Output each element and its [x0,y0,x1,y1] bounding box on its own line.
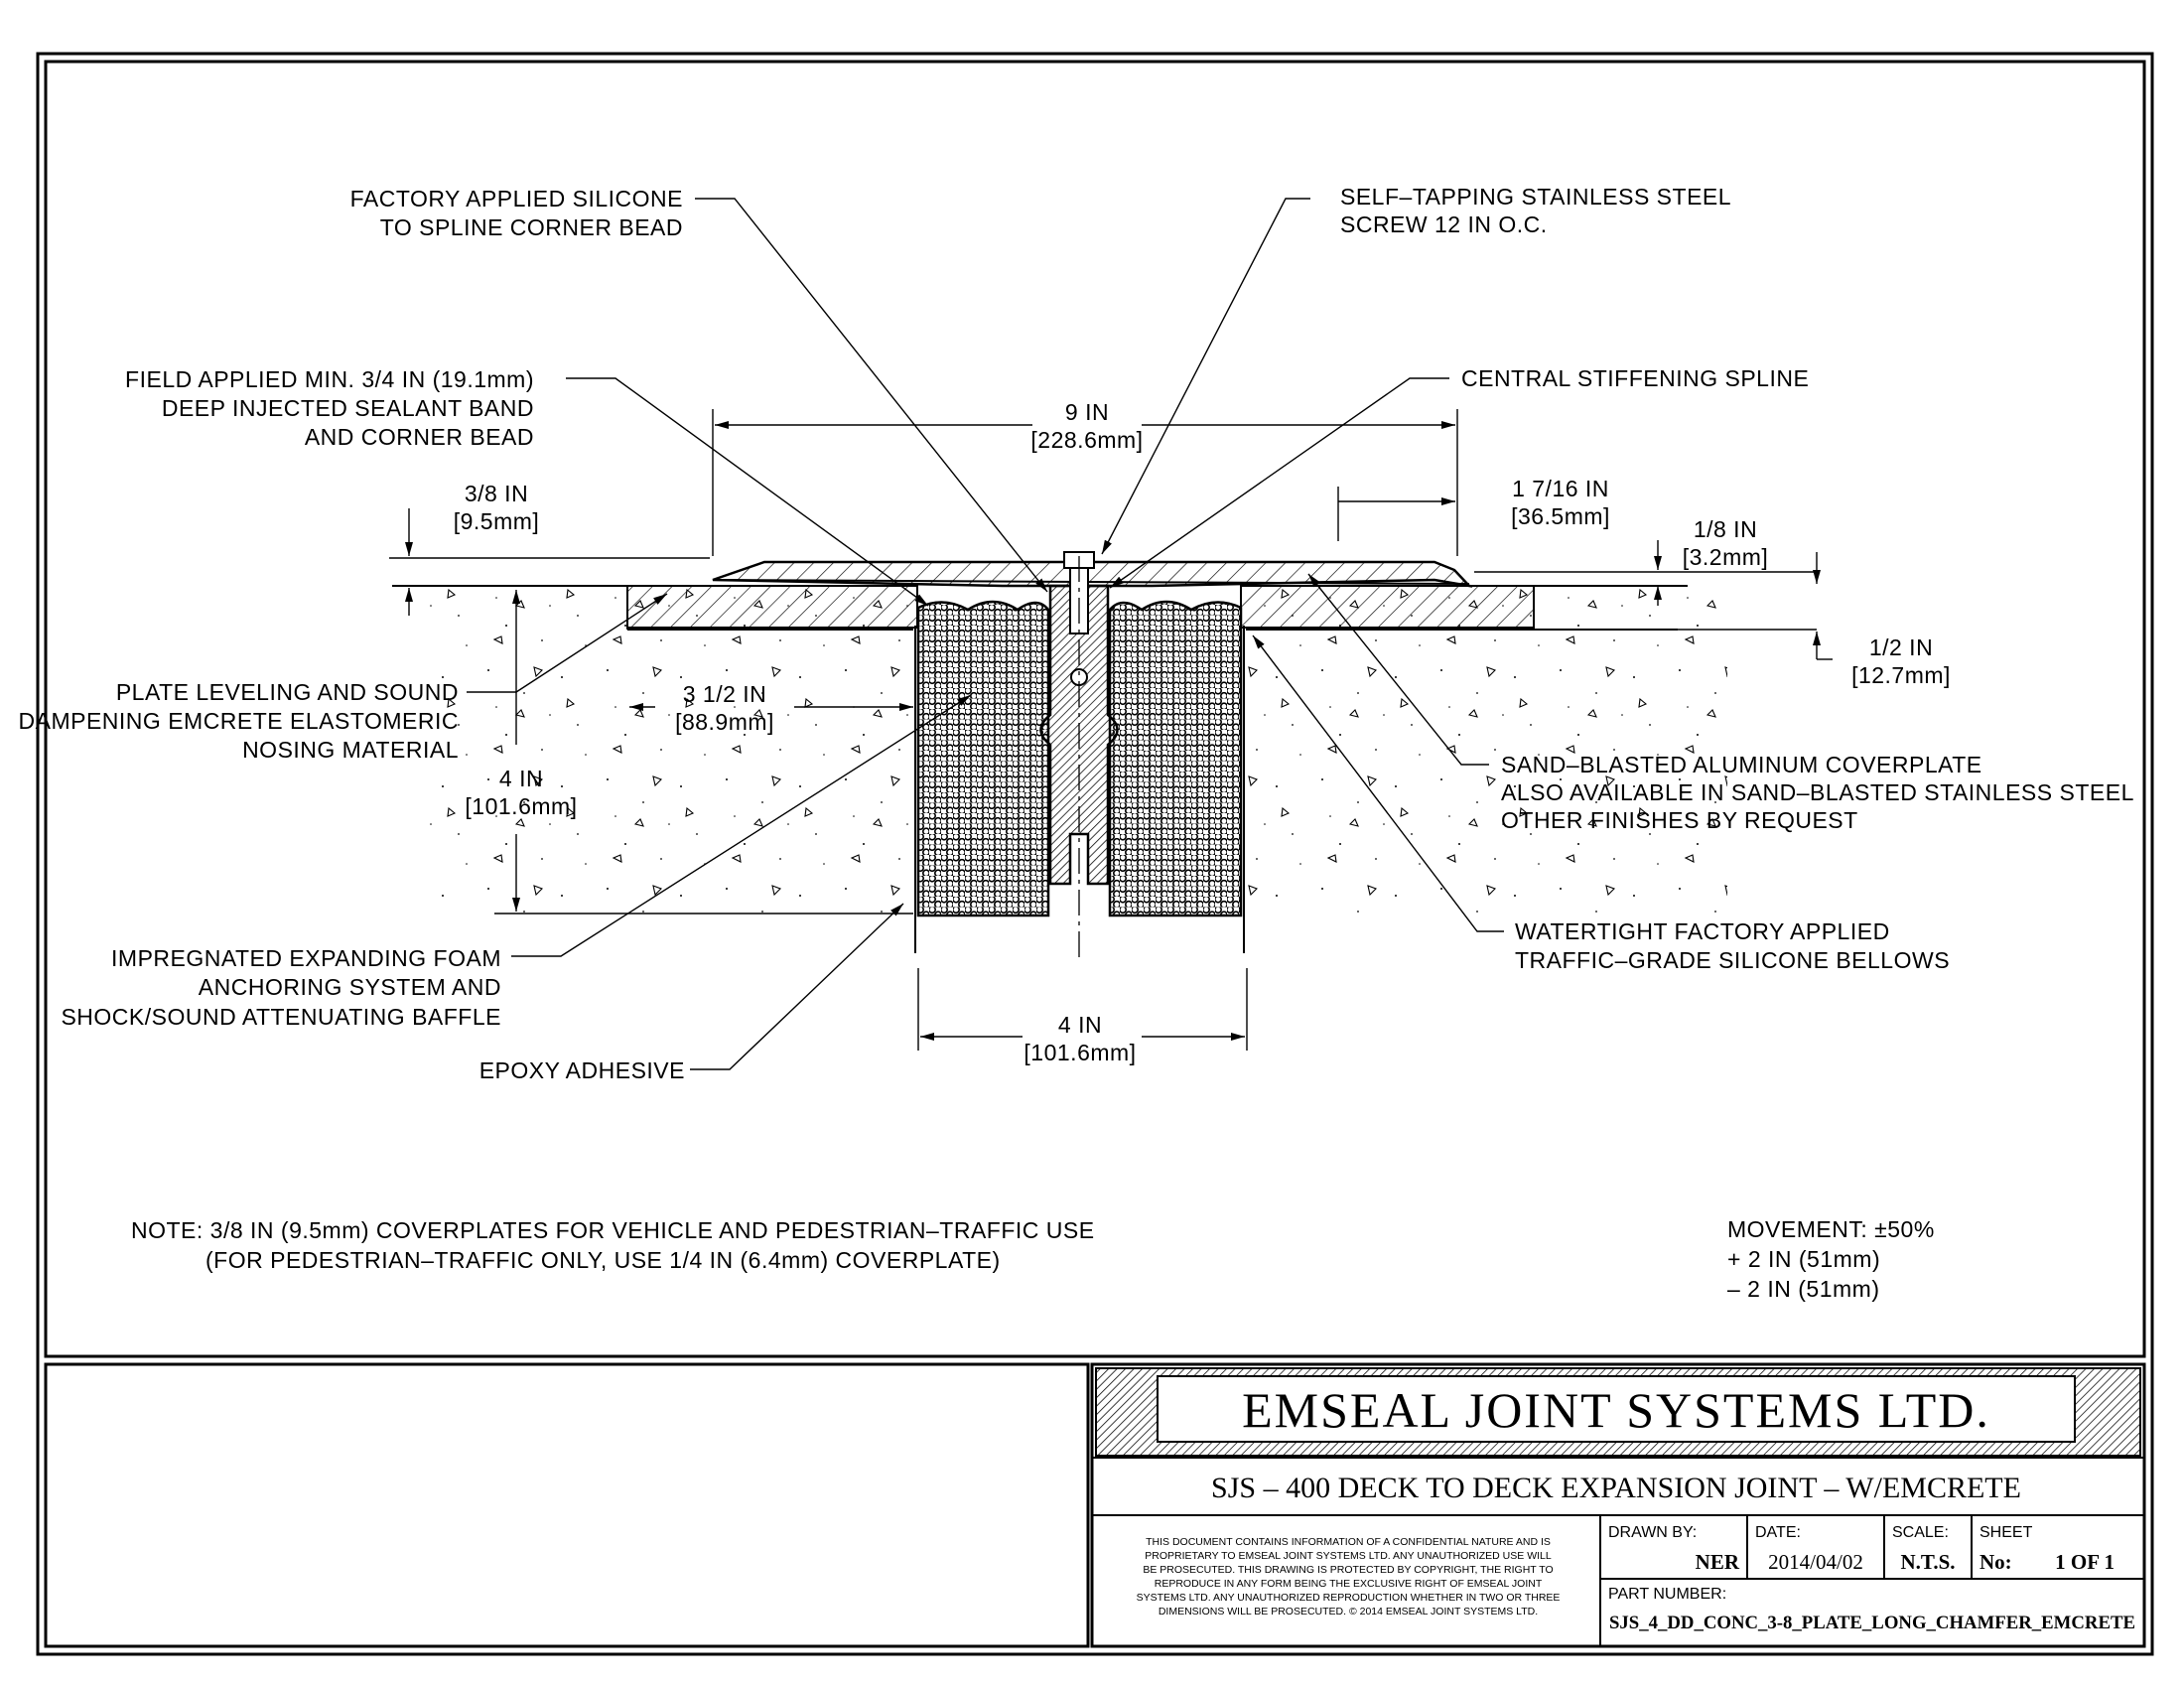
sheet-no-label: No: [1979,1550,2012,1574]
callout-epoxy-line-1: EPOXY ADHESIVE [479,1057,685,1083]
callout-coverplate-line-2: ALSO AVAILABLE IN SAND–BLASTED STAINLESS… [1501,779,2134,805]
dim-depth-mm: [101.6mm] [465,793,577,819]
sheet-no-value: 1 OF 1 [2055,1550,2115,1574]
scale-label: SCALE: [1892,1524,1949,1541]
callout-nosing-line-3: NOSING MATERIAL [242,737,459,763]
callout-screw: SELF–TAPPING STAINLESS STEEL SCREW 12 IN… [1340,184,1731,237]
callout-sealant-band-line-2: DEEP INJECTED SEALANT BAND [162,395,534,421]
disclaimer-line-4: REPRODUCE IN ANY FORM BEING THE EXCLUSIV… [1155,1578,1543,1590]
outer-border [36,52,2154,1656]
dim-chamfer-in: 1 7/16 IN [1512,476,1609,501]
callout-nosing-line-1: PLATE LEVELING AND SOUND [116,679,459,705]
dim-plate-thickness-mm: [9.5mm] [454,508,540,534]
dim-nosing-width-in: 3 1/2 IN [683,681,767,707]
dimension-labels: 9 IN [228.6mm] 1 7/16 IN [36.5mm] 3/8 IN… [454,399,1951,1065]
callout-silicone-bead-line-2: TO SPLINE CORNER BEAD [380,214,683,240]
dim-plate-width-in: 9 IN [1065,399,1109,425]
dim-nosing-width-mm: [88.9mm] [675,709,774,735]
callout-foam-line-2: ANCHORING SYSTEM AND [199,974,501,1000]
disclaimer-line-5: SYSTEMS LTD. ANY UNAUTHORIZED REPRODUCTI… [1137,1592,1561,1604]
dim-joint-width-mm: [101.6mm] [1024,1040,1136,1065]
movement-line-2: + 2 IN (51mm) [1727,1246,1880,1272]
sheet-label: SHEET [1979,1524,2033,1541]
disclaimer-line-1: THIS DOCUMENT CONTAINS INFORMATION OF A … [1146,1536,1551,1548]
callout-epoxy: EPOXY ADHESIVE [479,1057,685,1083]
title-block: EMSEAL JOINT SYSTEMS LTD. SJS – 400 DECK… [44,1362,2146,1648]
dimension-lines [389,409,1833,1051]
callout-foam: IMPREGNATED EXPANDING FOAM ANCHORING SYS… [61,945,501,1030]
dim-joint-width-in: 4 IN [1058,1012,1102,1038]
callout-spline-line-1: CENTRAL STIFFENING SPLINE [1461,365,1809,391]
disclaimer-line-3: BE PROSECUTED. THIS DRAWING IS PROTECTED… [1143,1564,1553,1576]
callout-foam-line-3: SHOCK/SOUND ATTENUATING BAFFLE [61,1004,501,1030]
callout-silicone-bead-line-1: FACTORY APPLIED SILICONE [350,186,683,211]
callout-sealant-band-line-1: FIELD APPLIED MIN. 3/4 IN (19.1mm) [125,366,534,392]
left-foam [916,600,1050,917]
part-number-value: SJS_4_DD_CONC_3-8_PLATE_LONG_CHAMFER_EMC… [1609,1613,2135,1633]
callout-screw-line-2: SCREW 12 IN O.C. [1340,211,1548,237]
callout-screw-line-1: SELF–TAPPING STAINLESS STEEL [1340,184,1731,210]
right-foam [1108,600,1243,917]
callout-coverplate: SAND–BLASTED ALUMINUM COVERPLATE ALSO AV… [1501,752,2134,833]
callout-bellows-line-2: TRAFFIC–GRADE SILICONE BELLOWS [1515,947,1950,973]
drawing-title: SJS – 400 DECK TO DECK EXPANSION JOINT –… [1211,1472,2021,1504]
company-name: EMSEAL JOINT SYSTEMS LTD. [1242,1382,1990,1438]
dim-edge-mm: [3.2mm] [1683,544,1769,570]
left-nosing [626,585,918,629]
callout-sealant-band-line-3: AND CORNER BEAD [305,424,534,450]
callout-foam-line-1: IMPREGNATED EXPANDING FOAM [111,945,501,971]
callout-nosing-line-2: DAMPENING EMCRETE ELASTOMERIC [19,708,459,734]
callout-spline: CENTRAL STIFFENING SPLINE [1461,365,1809,391]
dim-nosing-thickness-mm: [12.7mm] [1851,662,1951,688]
dim-chamfer-mm: [36.5mm] [1511,503,1610,529]
scale-value: N.T.S. [1900,1550,1955,1574]
left-concrete [427,588,913,914]
date-value: 2014/04/02 [1768,1550,1863,1574]
note-line-2: (FOR PEDESTRIAN–TRAFFIC ONLY, USE 1/4 IN… [205,1247,1001,1273]
movement-line-3: – 2 IN (51mm) [1727,1276,1879,1302]
part-number-label: PART NUMBER: [1608,1586,1726,1603]
date-label: DATE: [1755,1524,1801,1541]
movement: MOVEMENT: ±50% + 2 IN (51mm) – 2 IN (51m… [1727,1216,1935,1302]
inner-border [44,60,2146,1358]
company-banner [1157,1375,2076,1443]
callout-sealant-band: FIELD APPLIED MIN. 3/4 IN (19.1mm) DEEP … [125,366,534,450]
callout-silicone-bead: FACTORY APPLIED SILICONE TO SPLINE CORNE… [350,186,683,240]
dim-plate-width-mm: [228.6mm] [1030,427,1143,453]
dim-plate-thickness-in: 3/8 IN [465,481,528,506]
movement-line-1: MOVEMENT: ±50% [1727,1216,1935,1242]
right-nosing [1240,585,1535,629]
drawn-by-label: DRAWN BY: [1608,1524,1697,1541]
note: NOTE: 3/8 IN (9.5mm) COVERPLATES FOR VEH… [131,1217,1095,1273]
callout-bellows-line-1: WATERTIGHT FACTORY APPLIED [1515,918,1890,944]
joint-detail [392,551,1727,963]
right-concrete [1246,588,1727,914]
dim-depth-in: 4 IN [499,766,543,791]
callout-nosing: PLATE LEVELING AND SOUND DAMPENING EMCRE… [19,679,459,763]
callout-coverplate-line-1: SAND–BLASTED ALUMINUM COVERPLATE [1501,752,1982,777]
drawn-by-value: NER [1696,1550,1740,1574]
disclaimer-line-6: DIMENSIONS WILL BE PROSECUTED. © 2014 EM… [1159,1606,1538,1618]
callout-bellows: WATERTIGHT FACTORY APPLIED TRAFFIC–GRADE… [1515,918,1950,973]
dim-edge-in: 1/8 IN [1694,516,1757,542]
callout-coverplate-line-3: OTHER FINISHES BY REQUEST [1501,807,1858,833]
leader-lines [467,198,1504,1070]
disclaimer: THIS DOCUMENT CONTAINS INFORMATION OF A … [1137,1536,1561,1618]
note-line-1: NOTE: 3/8 IN (9.5mm) COVERPLATES FOR VEH… [131,1217,1095,1243]
dim-nosing-thickness-in: 1/2 IN [1869,634,1933,660]
disclaimer-line-2: PROPRIETARY TO EMSEAL JOINT SYSTEMS LTD.… [1145,1550,1552,1562]
